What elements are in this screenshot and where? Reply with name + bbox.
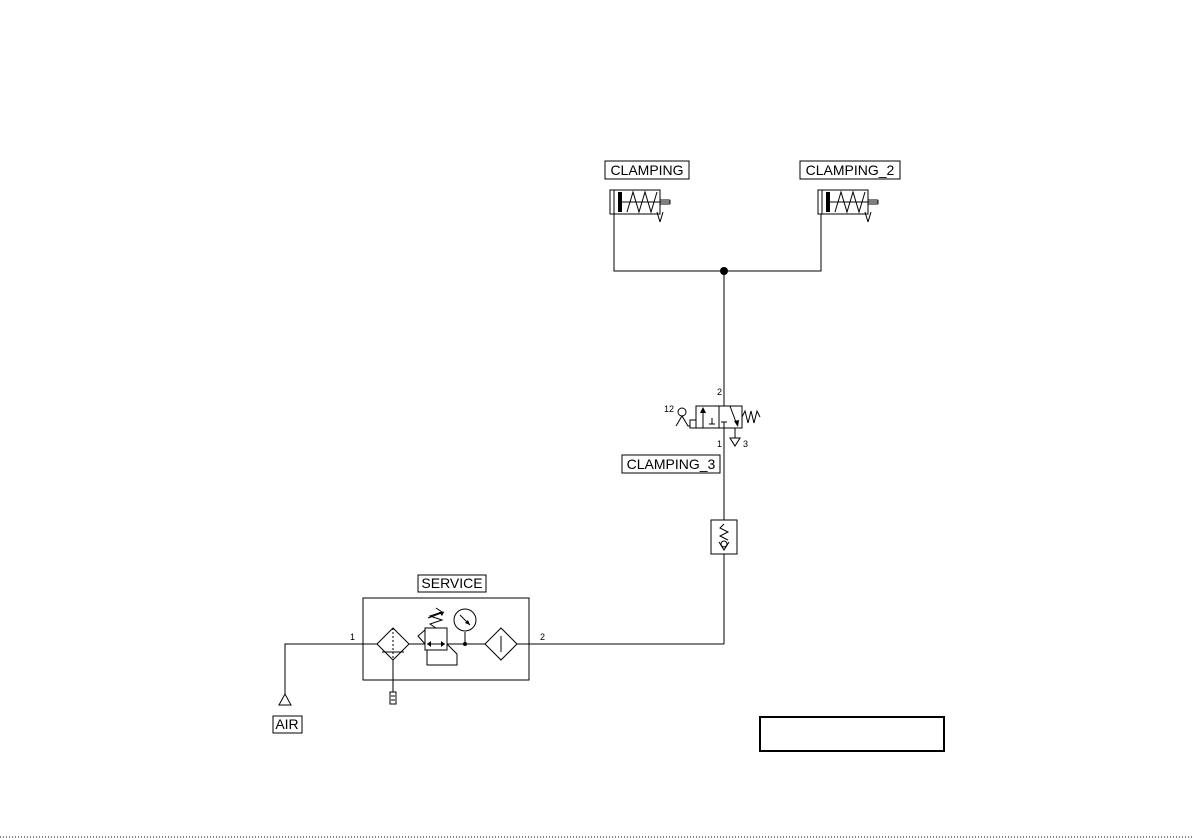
service-port-2-label: 2 xyxy=(540,632,545,642)
label-clamping-3: CLAMPING_3 xyxy=(627,456,716,472)
port-12-label: 12 xyxy=(664,404,674,414)
valve-clamping-3[interactable]: 2 12 1 3 CLAMPING_3 xyxy=(622,387,760,473)
actuator-plunger xyxy=(690,420,696,428)
title-block xyxy=(760,717,944,751)
air-supply-line xyxy=(285,644,363,694)
label-air: AIR xyxy=(275,716,298,732)
exhaust-icon xyxy=(730,438,740,446)
port-1-label: 1 xyxy=(717,439,722,449)
cylinder-clamping[interactable]: CLAMPING xyxy=(605,161,689,222)
label-clamping: CLAMPING xyxy=(610,162,683,178)
cylinder-supply-line xyxy=(614,214,821,271)
check-valve[interactable] xyxy=(711,520,737,554)
return-spring-icon xyxy=(742,411,760,423)
service-port-1-label: 1 xyxy=(350,632,355,642)
cylinder-clamping-2[interactable]: CLAMPING_2 xyxy=(800,161,900,222)
roller-icon xyxy=(678,408,686,416)
label-service: SERVICE xyxy=(421,575,482,591)
label-clamping-2: CLAMPING_2 xyxy=(806,162,895,178)
air-source-icon xyxy=(279,694,291,705)
drain-icon xyxy=(390,692,396,704)
port-3-label: 3 xyxy=(743,439,748,449)
service-unit[interactable]: SERVICE 1 2 xyxy=(350,575,545,704)
air-source[interactable]: AIR xyxy=(273,644,363,733)
regulator-icon xyxy=(425,628,447,650)
check-valve-body xyxy=(711,520,737,554)
port-2-label: 2 xyxy=(717,387,722,397)
